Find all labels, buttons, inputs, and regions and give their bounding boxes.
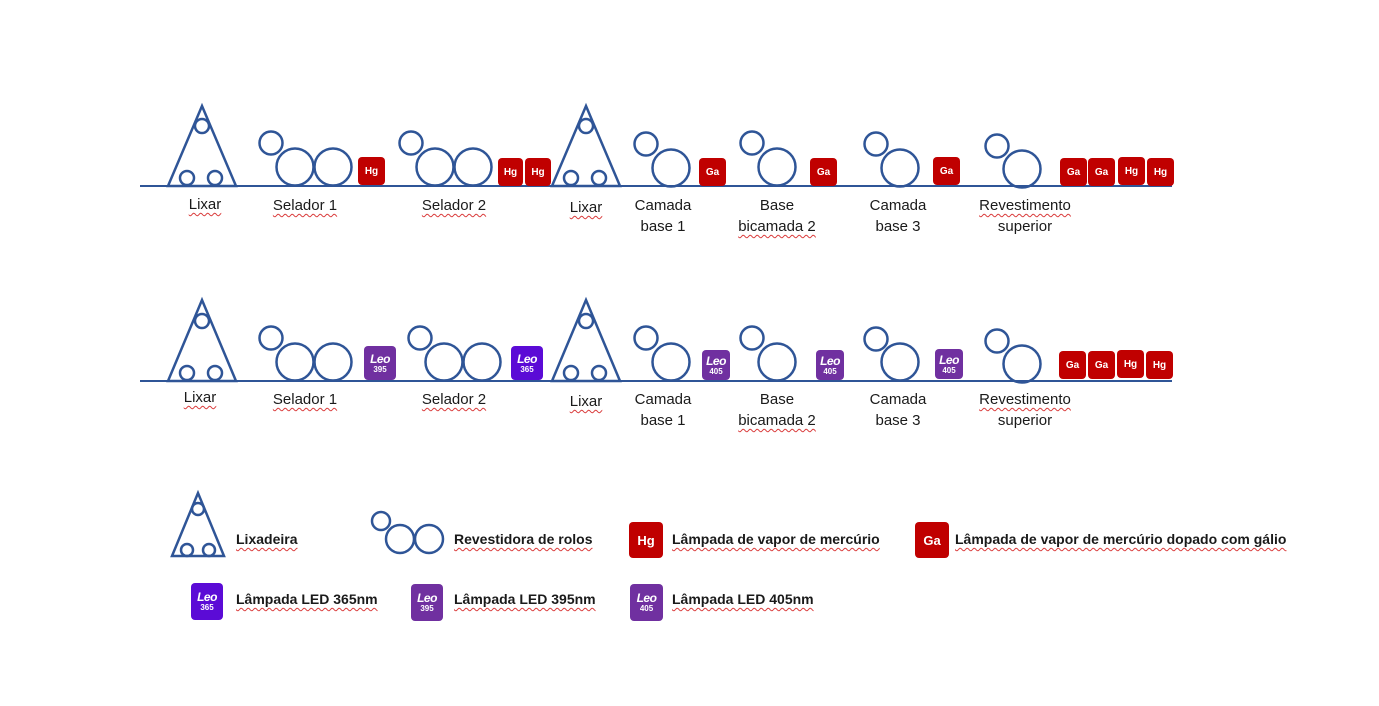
hg-lamp-icon: Hg bbox=[1146, 351, 1173, 379]
ga-lamp-icon: Ga bbox=[699, 158, 726, 186]
legend-led-365-label: Lâmpada LED 365nm bbox=[236, 591, 378, 607]
legend-ga-lamp-icon: Ga bbox=[915, 522, 949, 558]
roller-coater-icon bbox=[984, 328, 1042, 384]
hg-lamp-icon: Hg bbox=[525, 158, 551, 186]
roller-coater-icon bbox=[863, 131, 920, 188]
roller-coater-icon bbox=[633, 131, 691, 188]
roller-coater-icon bbox=[407, 325, 502, 382]
sander-icon bbox=[166, 296, 238, 383]
legend-ga-label: Lâmpada de vapor de mercúrio dopado com … bbox=[955, 531, 1287, 547]
sander-icon bbox=[550, 102, 622, 188]
legend-roller-label: Revestidora de rolos bbox=[454, 531, 593, 547]
ga-lamp-icon: Ga bbox=[1059, 351, 1086, 379]
hg-lamp-icon: Hg bbox=[1118, 157, 1145, 185]
legend-led-405-label: Lâmpada LED 405nm bbox=[672, 591, 814, 607]
legend-hg-lamp-icon: Hg bbox=[629, 522, 663, 558]
roller-coater-icon bbox=[258, 130, 353, 187]
roller-coater-icon bbox=[398, 130, 493, 187]
legend-sander-label: Lixadeira bbox=[236, 531, 298, 547]
hg-lamp-icon: Hg bbox=[1147, 158, 1174, 186]
stage-label-sealer-2: Selador 2 bbox=[421, 197, 487, 214]
ga-lamp-icon: Ga bbox=[1088, 351, 1115, 379]
stage-label-sealer-1: Selador 1 bbox=[272, 197, 338, 214]
hg-lamp-icon: Hg bbox=[1117, 350, 1144, 378]
roller-coater-icon bbox=[863, 326, 920, 382]
stage-label-sanding-1: Lixar bbox=[183, 389, 217, 406]
hg-lamp-icon: Hg bbox=[358, 157, 385, 185]
ga-lamp-icon: Ga bbox=[933, 157, 960, 185]
stage-label-sanding-1: Lixar bbox=[188, 196, 222, 213]
legend-led-395-label: Lâmpada LED 395nm bbox=[454, 591, 596, 607]
roller-coater-icon bbox=[633, 325, 691, 382]
ga-lamp-icon: Ga bbox=[1088, 158, 1115, 186]
legend-sander-icon bbox=[170, 489, 226, 558]
stage-label-sealer-1: Selador 1 bbox=[272, 391, 338, 408]
sander-icon bbox=[550, 296, 622, 383]
roller-coater-icon bbox=[739, 130, 797, 187]
stage-label-sealer-2: Selador 2 bbox=[421, 391, 487, 408]
hg-lamp-icon: Hg bbox=[498, 158, 523, 186]
legend-hg-label: Lâmpada de vapor de mercúrio bbox=[672, 531, 880, 547]
stage-label-sanding-2: Lixar bbox=[569, 199, 603, 216]
roller-coater-icon bbox=[984, 133, 1042, 189]
legend-roller-icon bbox=[370, 510, 445, 555]
ga-lamp-icon: Ga bbox=[1060, 158, 1087, 186]
roller-coater-icon bbox=[258, 325, 353, 382]
roller-coater-icon bbox=[739, 325, 797, 382]
ga-lamp-icon: Ga bbox=[810, 158, 837, 186]
stage-label-sanding-2: Lixar bbox=[569, 393, 603, 410]
sander-icon bbox=[166, 102, 238, 188]
